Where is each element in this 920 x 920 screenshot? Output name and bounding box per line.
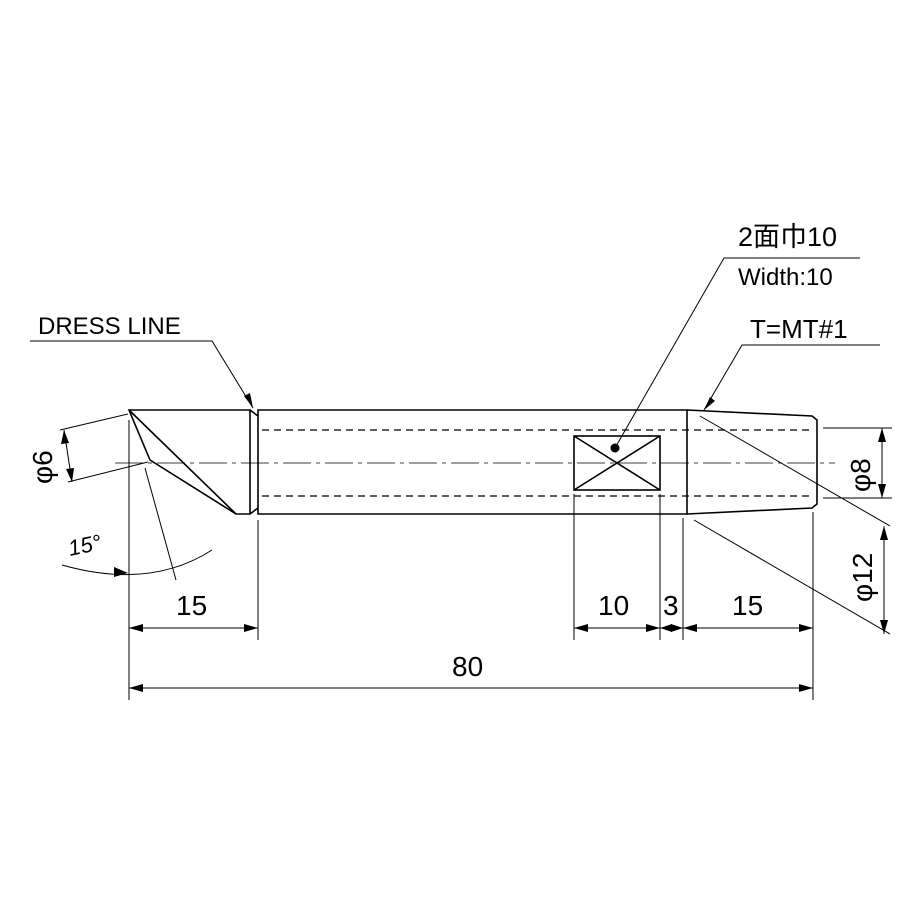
dim-taper-length: 15 [732, 590, 763, 621]
dim-angle: 15° [66, 529, 104, 560]
arrowheads [61, 393, 888, 692]
taper-leader [703, 344, 880, 411]
hidden-lines [262, 429, 810, 497]
dim-flat-length: 10 [598, 590, 629, 621]
dress-leader [30, 340, 254, 409]
shank-body [257, 409, 688, 515]
dim-shank-diameter: φ12 [847, 553, 878, 602]
dim-gap: 3 [663, 590, 679, 621]
dim-tip-diameter: φ6 [27, 450, 58, 484]
flat-cross-b [573, 435, 661, 491]
dimension-lines [30, 257, 892, 700]
taper-body [686, 409, 818, 515]
flat-leader [614, 257, 860, 449]
flat-face [573, 435, 661, 491]
dim-end-diameter: φ8 [845, 458, 876, 492]
width-label: Width:10 [738, 264, 833, 291]
dress-line-label: DRESS LINE [38, 313, 181, 340]
tip-body [127, 409, 251, 515]
cutting-edge [128, 409, 237, 515]
dim-tip-length: 15 [176, 590, 207, 621]
taper-label: T=MT#1 [750, 314, 848, 344]
dim-overall-length: 80 [452, 651, 483, 682]
flats-label: 2面巾10 [738, 222, 837, 252]
dress-groove [249, 409, 259, 515]
part-outline [127, 409, 818, 515]
